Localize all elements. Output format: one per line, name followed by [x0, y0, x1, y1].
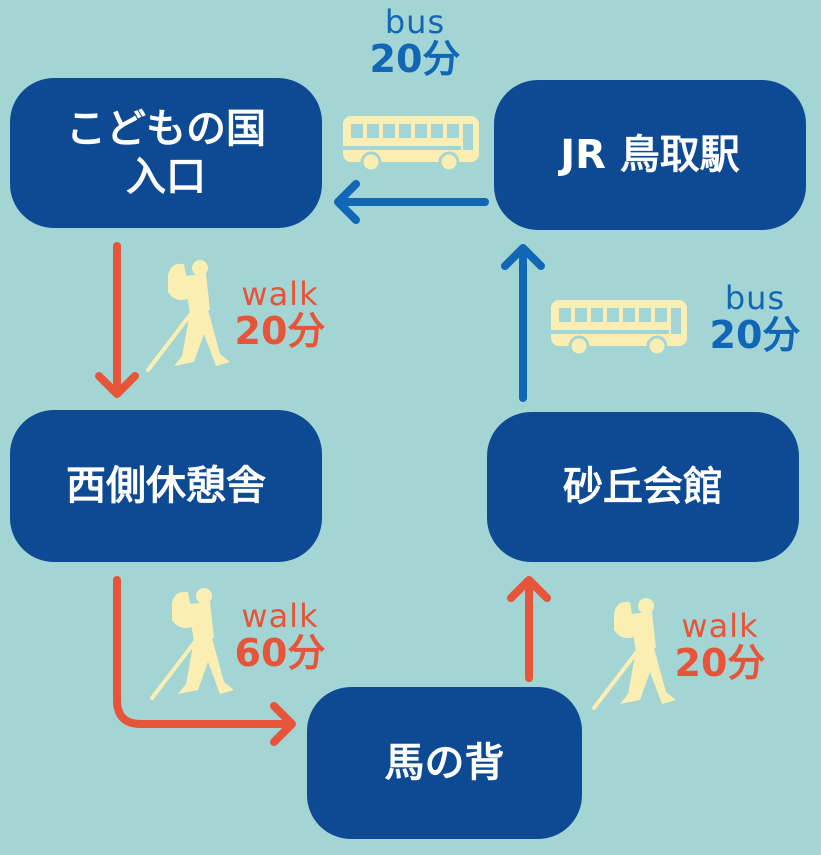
bus-icon: [549, 298, 689, 357]
bus-arrow-top: [334, 180, 489, 224]
bus-label-right: bus 20分: [700, 279, 810, 357]
walk-arrow-3: [507, 576, 551, 682]
node-jr-tottori-station: JR 鳥取駅: [494, 80, 806, 230]
node-label-line-1: こどもの国: [66, 106, 266, 152]
time-text: 20分: [234, 308, 326, 353]
mode-text: walk: [241, 597, 319, 635]
bus-label-top: bus 20分: [360, 3, 470, 81]
mode-text: bus: [724, 279, 786, 317]
hiker-icon: [146, 258, 232, 372]
time-text: 60分: [234, 630, 326, 675]
walk-arrow-1: [95, 242, 139, 398]
node-west-rest-house: 西側休憩舎: [10, 410, 322, 562]
node-label: 西側休憩舎: [66, 463, 266, 509]
time-text: 20分: [674, 640, 766, 685]
time-text: 20分: [369, 36, 461, 81]
node-umanose: 馬の背: [307, 687, 582, 839]
node-label: JR 鳥取駅: [560, 132, 740, 178]
walk-label-1: walk 20分: [220, 275, 340, 353]
mode-text: bus: [384, 3, 446, 41]
node-label-line-2: 入口: [126, 154, 206, 200]
walk-label-3: walk 20分: [660, 607, 780, 685]
walk-label-2: walk 60分: [220, 597, 340, 675]
bus-icon: [341, 114, 481, 173]
node-kodomo-no-kuni-entrance: こどもの国 入口: [10, 78, 322, 228]
bus-arrow-right: [501, 244, 545, 402]
time-text: 20分: [709, 312, 801, 357]
node-label: 砂丘会館: [563, 464, 723, 510]
mode-text: walk: [681, 607, 759, 645]
mode-text: walk: [241, 275, 319, 313]
node-sakyu-kaikan: 砂丘会館: [487, 412, 799, 562]
walk-arrow-2: [113, 576, 296, 746]
node-label: 馬の背: [384, 740, 505, 786]
